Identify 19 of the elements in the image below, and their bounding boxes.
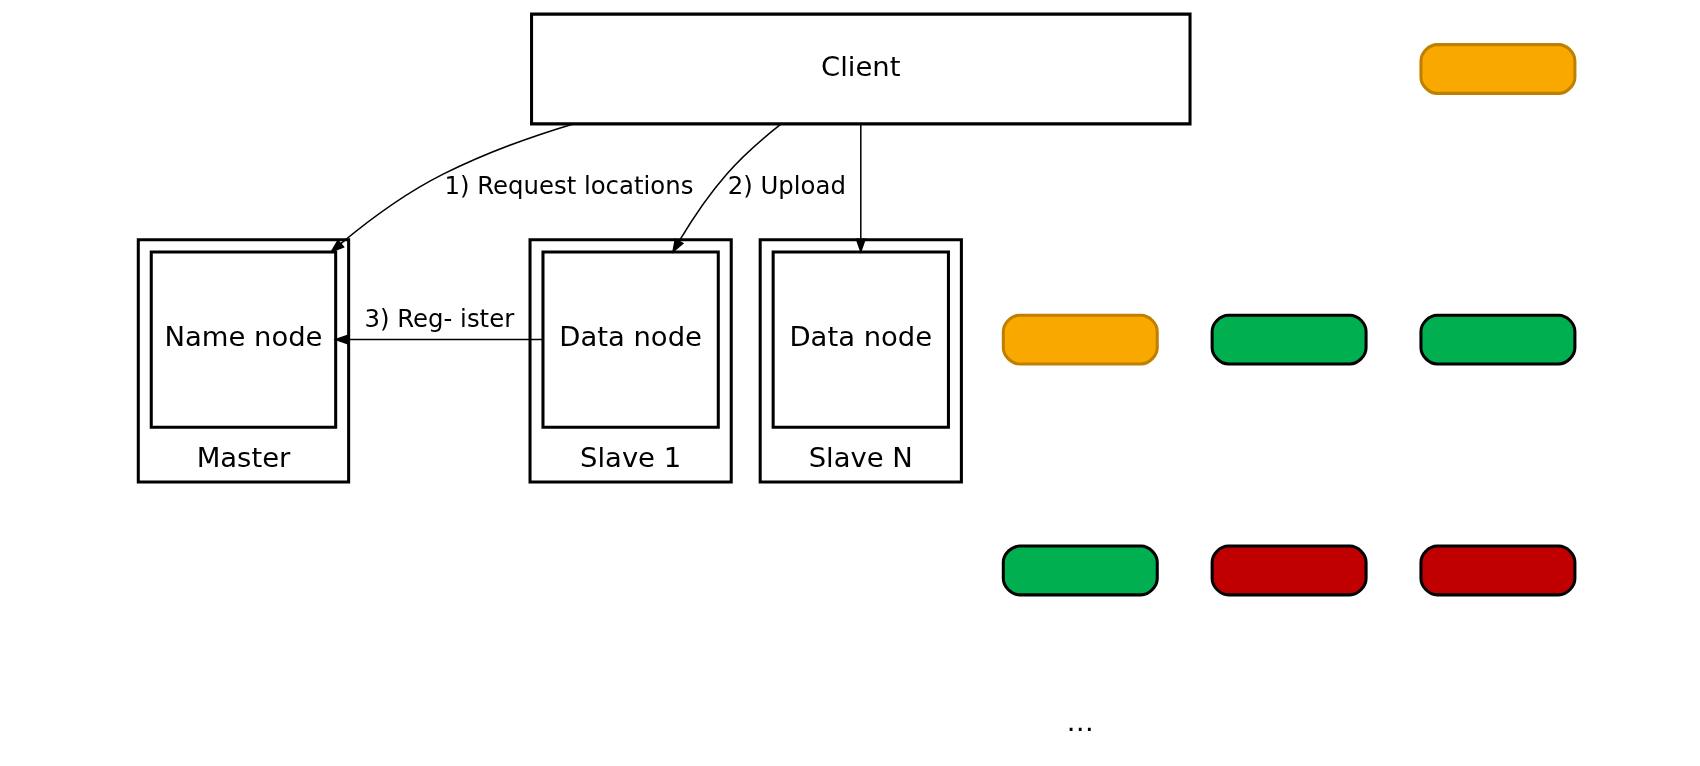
edge-label: 1) Request locations bbox=[443, 170, 693, 200]
edge-label: 3) Reg- ister bbox=[364, 304, 514, 334]
node-box bbox=[1418, 43, 1576, 95]
node-box bbox=[1418, 544, 1576, 597]
arrow bbox=[671, 123, 782, 254]
label: … bbox=[1066, 706, 1094, 738]
node-box: Data node bbox=[540, 250, 720, 429]
node-box bbox=[1210, 544, 1368, 597]
arrow bbox=[854, 123, 866, 254]
arrow bbox=[332, 334, 543, 345]
edge-label: 2) Upload bbox=[727, 170, 846, 200]
node-box: Data node bbox=[771, 250, 950, 429]
node-box bbox=[1418, 313, 1576, 366]
node-box: Client bbox=[529, 12, 1192, 126]
arrow bbox=[329, 123, 574, 254]
node-box bbox=[1210, 313, 1368, 366]
node-box: Name node bbox=[149, 250, 337, 429]
node-box bbox=[1001, 313, 1159, 366]
node-box bbox=[1001, 544, 1159, 597]
